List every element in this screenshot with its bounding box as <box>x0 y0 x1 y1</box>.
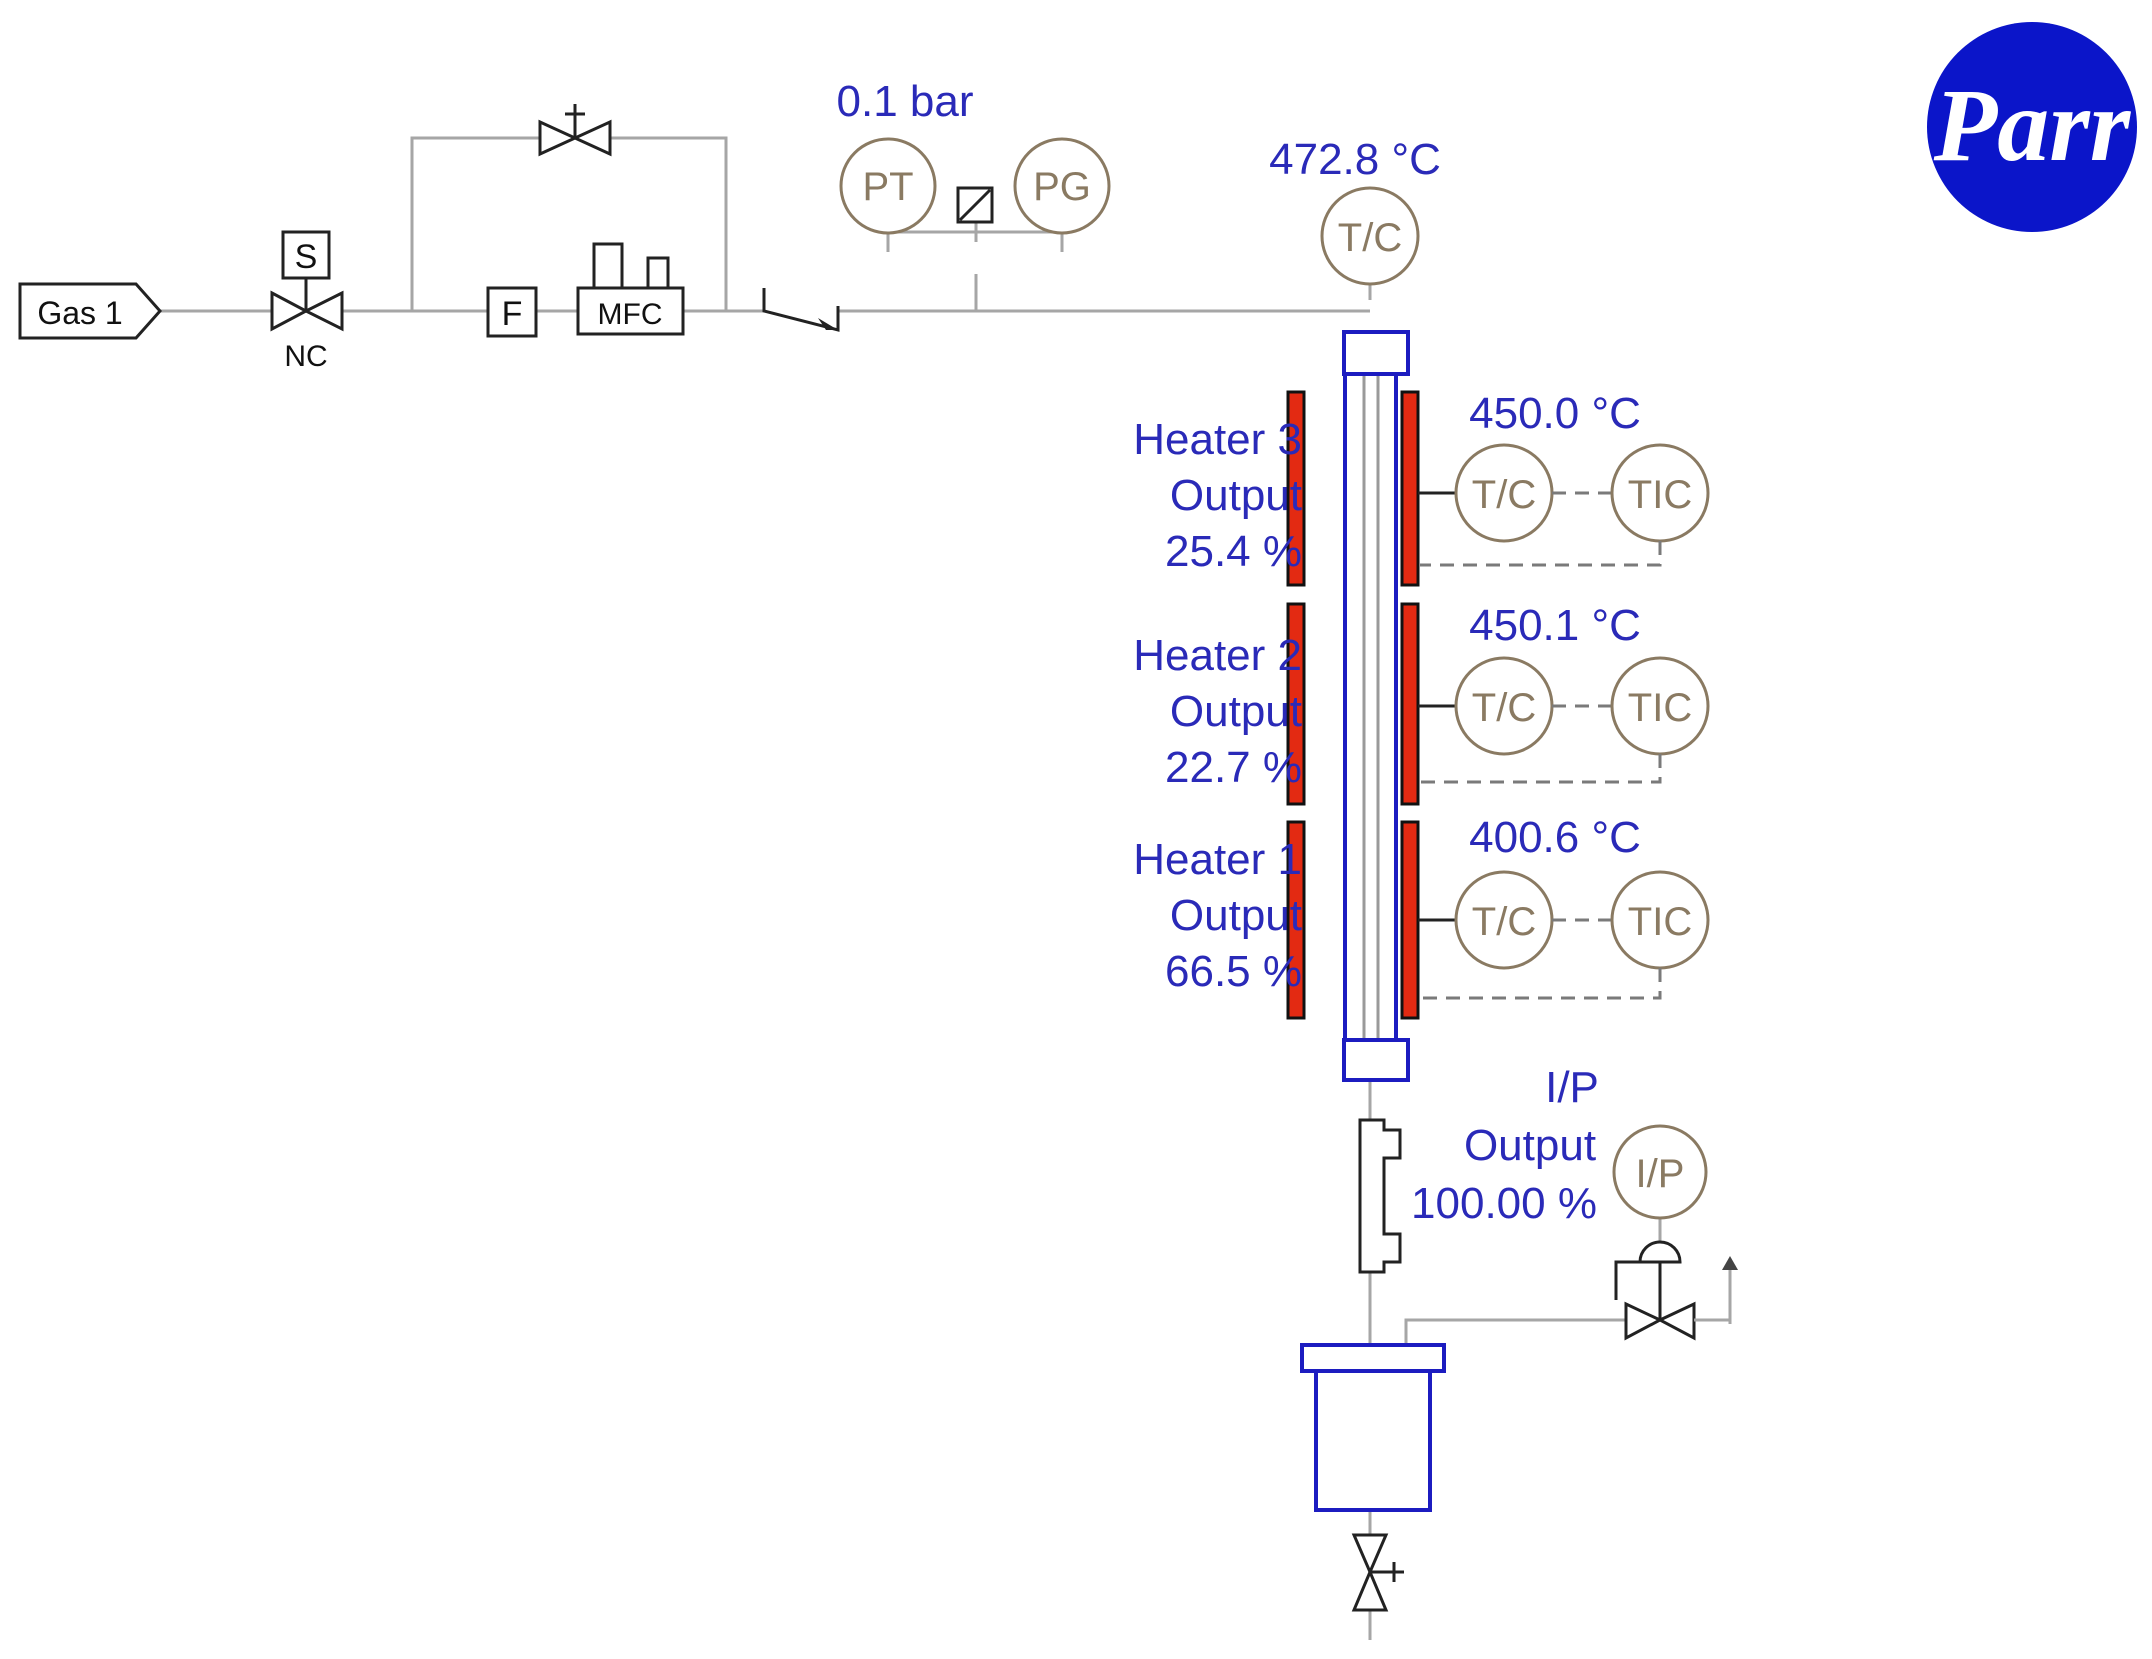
heater-2-tic-label: TIC <box>1628 686 1692 730</box>
solenoid-state: NC <box>284 340 327 373</box>
gas-source[interactable]: Gas 1 <box>18 282 163 340</box>
heater-1-tc-label: T/C <box>1472 900 1536 944</box>
heater-2-temperature: 450.1 °C <box>1469 601 1641 650</box>
mfc-label: MFC <box>598 298 663 331</box>
heater-3-zone: Heater 3 Output 25.4 % 450.0 °C T/C TIC <box>1133 389 1710 587</box>
heater-3-output-label: Output <box>1170 471 1302 520</box>
heater-1-tc[interactable]: T/C <box>1454 870 1554 970</box>
reactor-bottom-flange <box>1342 1038 1410 1082</box>
heater-2-tc-label: T/C <box>1472 686 1536 730</box>
drain-valve[interactable] <box>1351 1533 1404 1612</box>
heater-1-right-element <box>1400 820 1420 1020</box>
bypass-valve[interactable] <box>538 104 612 157</box>
reactor-tube <box>1342 330 1410 1082</box>
heater-3-tc[interactable]: T/C <box>1454 443 1554 543</box>
heater-1-tic[interactable]: TIC <box>1610 870 1710 970</box>
ip-title: I/P <box>1545 1063 1599 1112</box>
heater-2-output-label: Output <box>1170 687 1302 736</box>
inlet-thermocouple[interactable]: T/C <box>1320 186 1420 286</box>
heater-1-left-element <box>1286 820 1306 1020</box>
vessel-body <box>1314 1369 1432 1512</box>
vessel-lid <box>1300 1343 1446 1373</box>
reactor-top-flange <box>1342 330 1410 376</box>
heater-3-temperature: 450.0 °C <box>1469 389 1641 438</box>
inlet-temperature: 472.8 °C <box>1269 135 1441 184</box>
control-valve[interactable] <box>1614 1240 1738 1341</box>
ip-converter[interactable]: I/P <box>1612 1124 1708 1220</box>
filter-label: F <box>502 295 523 333</box>
pressure-transmitter[interactable]: PT <box>839 137 937 235</box>
heater-1-output-label: Output <box>1170 891 1302 940</box>
heater-3-tc-label: T/C <box>1472 473 1536 517</box>
heater-1-tic-label: TIC <box>1628 900 1692 944</box>
ip-symbol-label: I/P <box>1636 1152 1685 1196</box>
heater-3-right-element <box>1400 390 1420 587</box>
heater-2-tc[interactable]: T/C <box>1454 656 1554 756</box>
solenoid-valve[interactable]: S NC <box>270 230 344 373</box>
heater-3-left-element <box>1286 390 1306 587</box>
vent-arrow-icon <box>1722 1256 1738 1270</box>
heater-1-zone: Heater 1 Output 66.5 % 400.6 °C T/C TIC <box>1133 813 1710 1020</box>
pressure-sensor <box>956 186 994 224</box>
heater-1-name: Heater 1 <box>1133 835 1302 884</box>
heater-1-output: 66.5 % <box>1165 947 1302 996</box>
check-valve[interactable] <box>762 288 840 332</box>
filter[interactable]: F <box>486 286 538 338</box>
logo-text: Parr <box>1933 68 2132 183</box>
heater-3-name: Heater 3 <box>1133 415 1302 464</box>
solenoid-label: S <box>295 238 318 276</box>
condenser[interactable] <box>1358 1118 1402 1274</box>
heater-3-tic-label: TIC <box>1628 473 1692 517</box>
collection-vessel[interactable] <box>1300 1343 1446 1512</box>
heater-2-output: 22.7 % <box>1165 743 1302 792</box>
inlet-tc-label: T/C <box>1338 216 1402 260</box>
mass-flow-controller[interactable]: MFC <box>576 242 685 336</box>
pressure-gauge[interactable]: PG <box>1013 137 1111 235</box>
pg-label: PG <box>1033 165 1091 209</box>
heater-2-zone: Heater 2 Output 22.7 % 450.1 °C T/C TIC <box>1133 601 1710 806</box>
pt-label: PT <box>862 165 913 209</box>
heater-2-left-element <box>1286 602 1306 806</box>
heater-3-tic[interactable]: TIC <box>1610 443 1710 543</box>
ip-output: 100.00 % <box>1411 1179 1597 1228</box>
parr-logo: Parr <box>1927 22 2137 232</box>
logo-circle <box>1927 22 2137 232</box>
heater-2-right-element <box>1400 602 1420 806</box>
gas-source-label: Gas 1 <box>37 295 122 331</box>
heater-2-tic[interactable]: TIC <box>1610 656 1710 756</box>
pressure-readout: 0.1 bar <box>837 77 974 126</box>
heater-1-temperature: 400.6 °C <box>1469 813 1641 862</box>
heater-2-name: Heater 2 <box>1133 631 1302 680</box>
heater-3-output: 25.4 % <box>1165 527 1302 576</box>
ip-output-label: Output <box>1464 1121 1596 1170</box>
